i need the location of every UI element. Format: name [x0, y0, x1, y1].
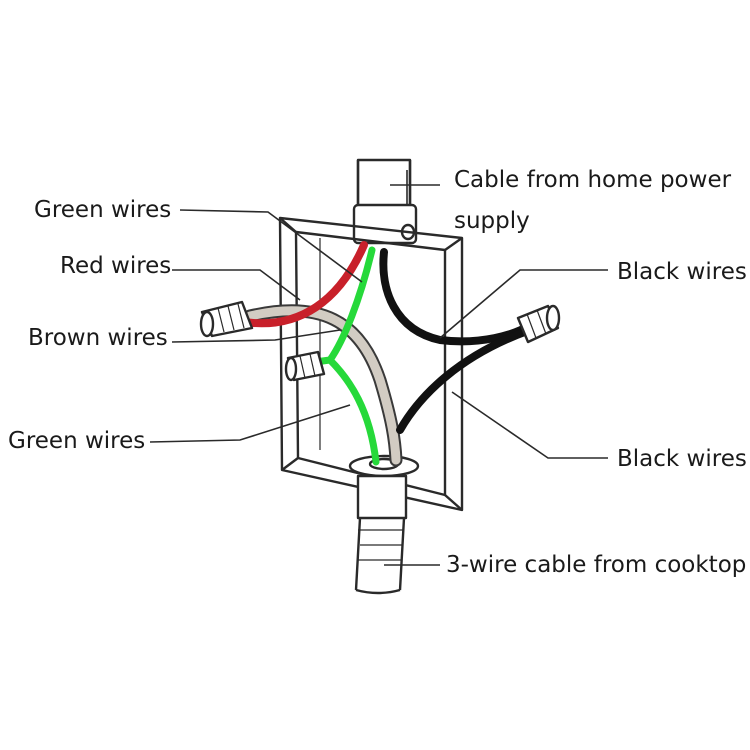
- label-green-wires-top: Green wires: [34, 197, 171, 223]
- black-wire-bottom: [396, 326, 534, 434]
- label-cable-home-supply: supply: [454, 208, 530, 234]
- label-cable-home: Cable from home power: [454, 167, 732, 193]
- black-wire-top: [379, 248, 534, 346]
- red-wire: [240, 241, 368, 328]
- label-green-wires-bottom: Green wires: [8, 428, 145, 454]
- label-red-wires: Red wires: [60, 253, 171, 279]
- label-brown-wires: Brown wires: [28, 325, 168, 351]
- label-black-wires-top: Black wires: [617, 259, 747, 285]
- leader-lines: [149, 170, 608, 566]
- bottom-conduit: [348, 454, 420, 595]
- label-cooktop-cable: 3-wire cable from cooktop: [446, 552, 746, 578]
- wire-nut-left-mid: [284, 350, 326, 382]
- brown-wire-fill: [245, 306, 401, 465]
- wire-nut-right: [516, 304, 561, 344]
- label-black-wires-bottom: Black wires: [617, 446, 747, 472]
- wire-nut-left-top: [199, 300, 254, 338]
